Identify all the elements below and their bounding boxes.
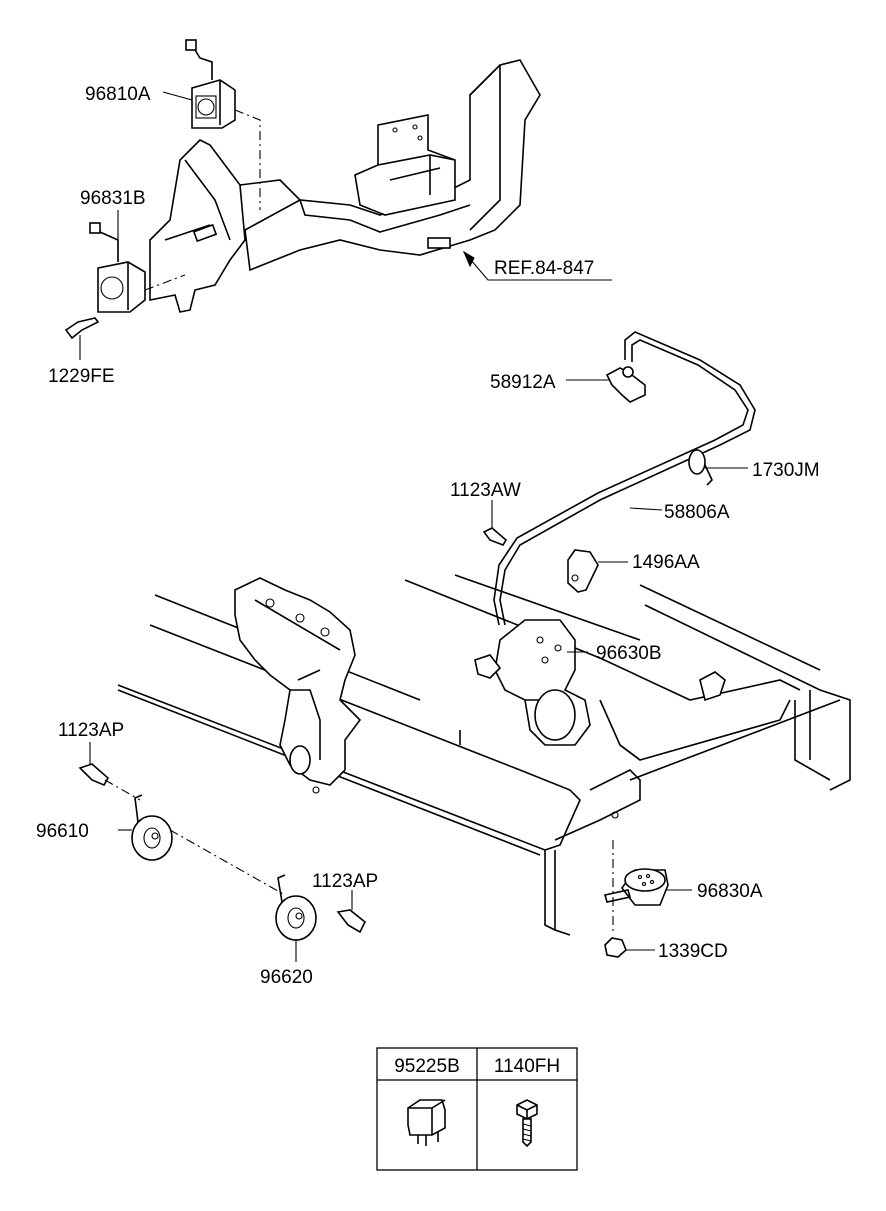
- label-96630B: 96630B: [596, 643, 662, 664]
- bolt-1229FE: [64, 317, 100, 340]
- label-96831B: 96831B: [80, 188, 146, 209]
- nut-1339CD: [604, 937, 627, 958]
- sensor-96810A: [185, 39, 236, 129]
- clamp-1496AA: [567, 549, 599, 593]
- bolt-1123AP-top: [78, 763, 110, 787]
- label-96810A: 96810A: [85, 84, 151, 105]
- center-bracket: [234, 577, 362, 794]
- control-module: [354, 114, 456, 216]
- label-1730JM: 1730JM: [752, 460, 820, 481]
- relay-icon: [407, 1099, 446, 1146]
- legend-header-1140FH: 1140FH: [494, 1056, 560, 1077]
- label-96620: 96620: [260, 967, 313, 988]
- label-58912A: 58912A: [490, 372, 556, 393]
- air-horn-96630B: [474, 619, 591, 746]
- label-1229FE: 1229FE: [48, 366, 115, 387]
- buzzer-96830A: [603, 868, 669, 906]
- bolt-1123AW: [482, 527, 508, 546]
- legend-header-95225B: 95225B: [394, 1056, 460, 1077]
- label-96610: 96610: [36, 821, 89, 842]
- label-1123AW: 1123AW: [450, 480, 521, 501]
- horn-96620: [275, 874, 317, 941]
- tee-fitting-58912A: [605, 366, 646, 403]
- bolt-icon: [516, 1099, 538, 1148]
- label-ref: REF.84-847: [494, 258, 594, 279]
- label-1496AA: 1496AA: [632, 552, 700, 573]
- legend-table: 95225B 1140FH: [376, 1047, 578, 1171]
- label-58806A: 58806A: [664, 502, 730, 523]
- bolt-1123AP-bottom: [336, 909, 367, 934]
- label-1123AP-top: 1123AP: [58, 720, 124, 741]
- label-1123AP-bottom: 1123AP: [312, 871, 378, 892]
- air-pipe: [493, 331, 756, 626]
- mounting-bracket: [149, 139, 301, 313]
- ref-arrow-icon: [462, 250, 475, 268]
- label-96830A: 96830A: [697, 881, 763, 902]
- label-1339CD: 1339CD: [658, 941, 728, 962]
- clip-1730JM: [688, 449, 713, 486]
- horn-96610: [131, 794, 173, 861]
